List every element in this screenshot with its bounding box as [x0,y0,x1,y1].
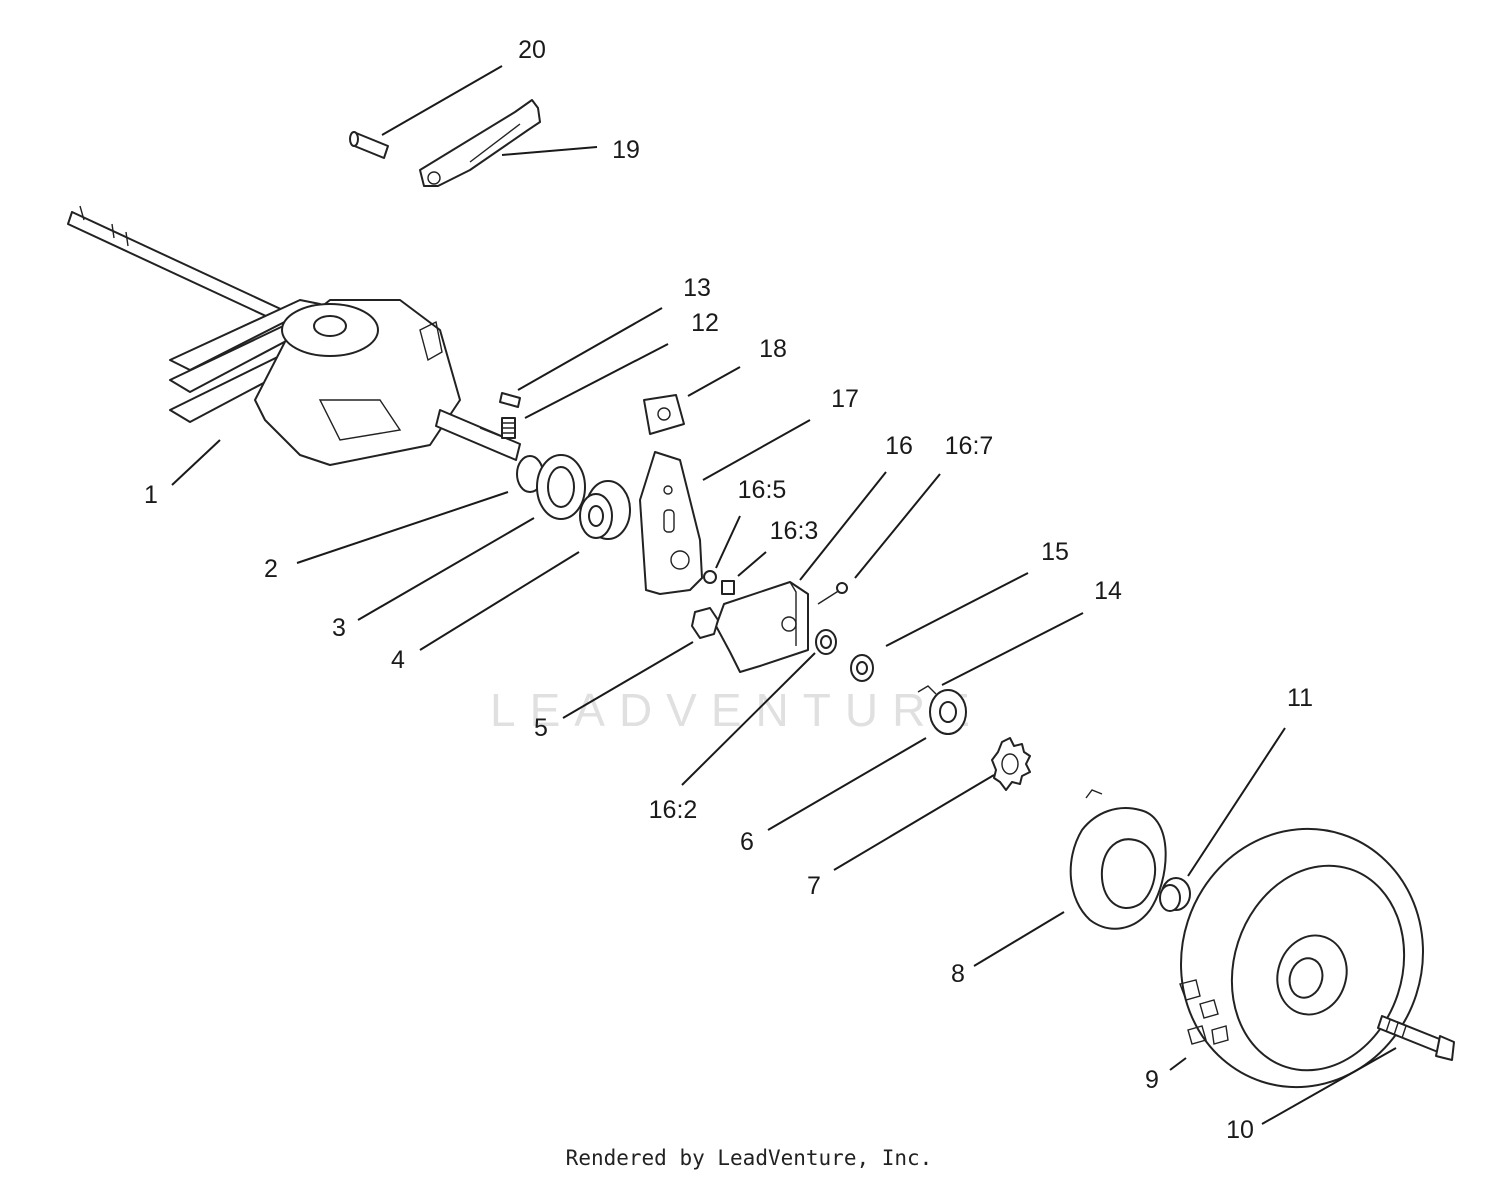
callout-label: 4 [391,646,405,674]
leader-line [562,641,694,719]
part-pinion-gear [991,737,1031,791]
part-wheel-bolt [1377,1015,1455,1061]
part-key [499,392,521,408]
part-bracket [715,581,809,673]
leader-line [1261,1047,1397,1125]
leader-line [767,737,927,831]
part-plate [639,451,703,595]
callout-label: 8 [951,960,965,988]
part-spring [501,417,516,439]
callout-label: 17 [831,385,859,413]
callout-label: 16:2 [649,796,698,824]
part-pin [349,131,389,159]
part-clip [643,394,685,435]
part-bushing [579,480,631,540]
leader-line [799,471,887,581]
leader-lines [171,65,1397,1125]
watermark-text: LEADVENTURE [490,684,984,736]
callout-label: 12 [691,309,719,337]
callout-label: 16:7 [945,432,994,460]
leader-line [854,473,941,579]
leader-line [681,652,816,786]
callout-label: 9 [1145,1066,1159,1094]
callout-label: 14 [1094,577,1122,605]
leader-line [1187,727,1286,877]
callout-label: 19 [612,136,640,164]
part-screw [817,582,848,605]
part-gearbox-assembly [67,205,521,466]
leader-line [1169,1057,1187,1071]
callout-label: 16:3 [770,517,819,545]
leader-line [517,307,663,391]
callout-label: 10 [1226,1116,1254,1144]
part-washer [536,454,586,520]
leader-line [296,491,509,564]
part-bearing [929,689,967,735]
part-lock-washer [850,654,874,682]
callout-label: 3 [332,614,346,642]
leader-line [524,343,669,419]
callout-label: 6 [740,828,754,856]
part-nut [691,607,719,639]
callout-label: 11 [1287,684,1313,712]
credit-text: Rendered by LeadVenture, Inc. [566,1146,933,1170]
part-e-clip [917,685,937,695]
callout-label: 20 [518,36,546,64]
callout-label: 5 [534,714,548,742]
part-spacer [721,580,735,595]
leader-line [737,551,767,577]
leader-line [501,146,598,156]
leader-line [419,551,580,651]
leader-line [687,366,741,397]
part-bracket-bushing [815,629,837,655]
part-nut-small [703,570,717,584]
leader-line [833,774,995,871]
callout-label: 16:5 [738,476,787,504]
part-hub-cover [1069,789,1167,930]
leader-line [702,419,811,481]
leader-line [171,439,221,486]
callout-label: 2 [264,555,278,583]
part-lever [419,99,541,187]
leader-line [973,911,1065,967]
callout-label: 18 [759,335,787,363]
callout-label: 16 [885,432,913,460]
leader-line [381,65,503,136]
callout-label: 7 [807,872,821,900]
callout-label: 13 [683,274,711,302]
leader-line [715,515,741,569]
leader-line [941,612,1084,686]
leader-line [357,517,535,621]
part-wheel-bushing [1159,877,1191,912]
callout-label: 1 [144,481,158,509]
callout-label: 15 [1041,538,1069,566]
part-wheel [1179,827,1424,1089]
leader-line [885,572,1029,647]
